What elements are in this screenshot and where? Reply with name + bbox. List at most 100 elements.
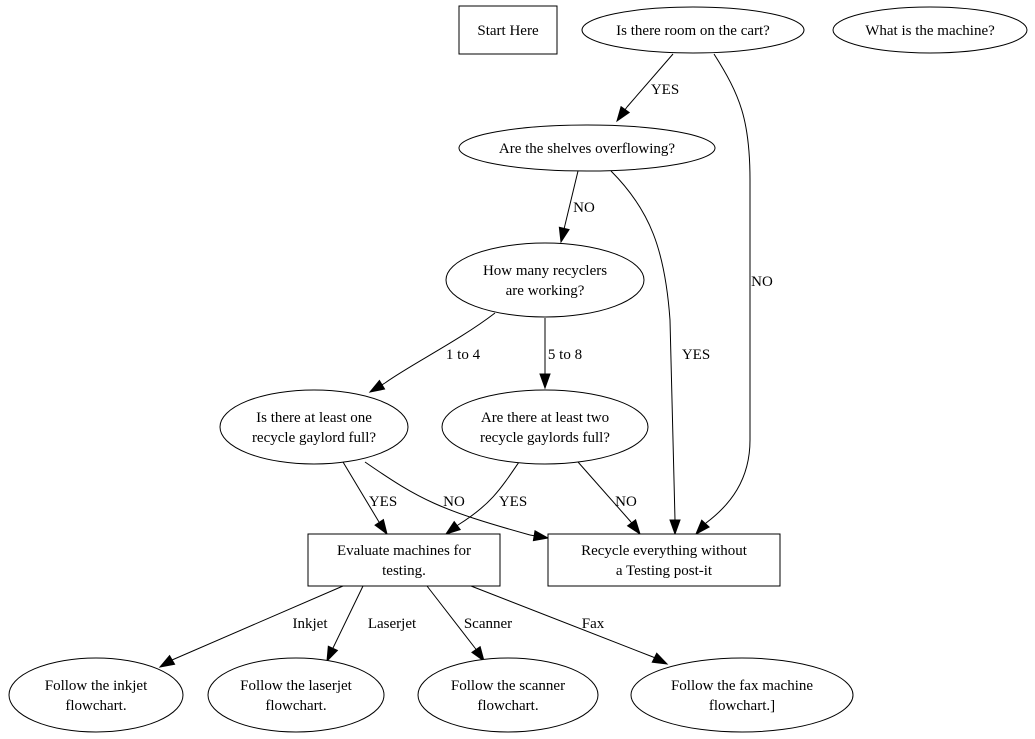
edge-label: YES [369, 494, 397, 510]
edge-line [529, 534, 535, 537]
arrowhead-icon [695, 519, 710, 536]
edge-shelves-to-recyclers: NO [558, 170, 595, 244]
edge-evaluate-to-fax: Fax [470, 585, 669, 665]
edge-evaluate-to-inkjet: Inkjet [158, 585, 344, 668]
node-cart: Is there room on the cart? [581, 6, 805, 54]
node-label: Is there room on the cart? [616, 23, 770, 39]
edge-line [610, 170, 676, 521]
arrowhead-icon [558, 226, 570, 244]
edge-line [426, 585, 476, 649]
arrowhead-icon [669, 519, 681, 536]
node-label: recycle gaylord full? [252, 430, 376, 446]
node-label: Is there at least one [256, 410, 372, 426]
edge-line [457, 461, 520, 526]
edge-line [470, 585, 654, 658]
edge-line [626, 53, 674, 108]
node-ellipse-shape [445, 242, 645, 318]
edge-line [577, 461, 632, 523]
node-one-full: Is there at least one recycle gaylord ful… [219, 389, 409, 465]
node-label: flowchart.] [709, 698, 775, 714]
arrowhead-icon [471, 645, 485, 663]
edge-label: YES [651, 82, 679, 98]
arrowhead-icon [616, 105, 631, 123]
node-box-shape [307, 533, 501, 587]
node-scanner: Follow the scanner flowchart. [417, 657, 599, 733]
edge-label: 1 to 4 [446, 347, 481, 363]
node-label: a Testing post-it [616, 563, 713, 579]
node-label: Follow the laserjet [240, 678, 352, 694]
edge-line [171, 585, 344, 661]
node-label: Follow the scanner [451, 678, 565, 694]
edge-line [563, 224, 566, 229]
arrowhead-icon [532, 529, 550, 542]
node-ellipse-shape [832, 6, 1028, 54]
arrowhead-icon [158, 654, 176, 668]
arrowhead-icon [626, 518, 641, 536]
node-ellipse-shape [581, 6, 805, 54]
node-shelves: Are the shelves overflowing? [458, 124, 716, 172]
node-label: flowchart. [477, 698, 538, 714]
node-label: flowchart. [65, 698, 126, 714]
node-label: testing. [382, 563, 426, 579]
edge-line [364, 461, 531, 536]
node-ellipse-shape [207, 657, 385, 733]
node-evaluate: Evaluate machines for testing. [307, 533, 501, 587]
node-ellipse-shape [8, 657, 184, 733]
edge-label: NO [751, 274, 773, 290]
node-label: What is the machine? [865, 23, 995, 39]
edge-label: NO [573, 200, 595, 216]
edge-two_full-to-recycle_all: NO [577, 461, 641, 536]
edge-cart-to-shelves: YES [616, 53, 679, 123]
arrowhead-icon [368, 379, 386, 393]
edge-line [384, 312, 496, 384]
edge-line [342, 461, 380, 523]
edge-line [381, 382, 386, 386]
node-machine: What is the machine? [832, 6, 1028, 54]
nodes-layer: Start Here Is there room on the cart? What… [8, 5, 1028, 733]
arrowhead-icon [539, 373, 551, 390]
edges-layer: YES NO NO YES 1 to 4 5 to 8 YES NO YES NO Inkjet La… [158, 53, 773, 668]
edge-label: 5 to 8 [548, 347, 582, 363]
edge-label: YES [499, 494, 527, 510]
edge-recyclers-to-one_full: 1 to 4 [368, 312, 496, 393]
edge-label: Laserjet [368, 616, 417, 632]
edge-evaluate-to-scanner: Scanner [426, 585, 512, 663]
node-label: Follow the fax machine [671, 678, 813, 694]
node-label: How many recyclers [483, 263, 607, 279]
edge-shelves-to-recycle_all: YES [610, 170, 710, 536]
edge-label: NO [443, 494, 465, 510]
edge-line [332, 585, 364, 649]
node-label: are working? [506, 283, 585, 299]
edge-label: Inkjet [293, 616, 329, 632]
edge-evaluate-to-laserjet: Laserjet [326, 585, 417, 663]
node-box-shape [458, 5, 558, 55]
node-label: Follow the inkjet [45, 678, 148, 694]
edge-one_full-to-evaluate: YES [342, 461, 397, 536]
node-ellipse-shape [441, 389, 649, 465]
node-label: Are there at least two [481, 410, 609, 426]
node-ellipse-shape [417, 657, 599, 733]
node-label: Are the shelves overflowing? [499, 141, 676, 157]
node-ellipse-shape [630, 657, 854, 733]
node-label: flowchart. [265, 698, 326, 714]
node-label: Evaluate machines for [337, 543, 471, 559]
node-laserjet: Follow the laserjet flowchart. [207, 657, 385, 733]
arrowhead-icon [326, 645, 339, 663]
edge-cart-to-recycle_all: NO [695, 53, 773, 536]
node-start: Start Here [458, 5, 558, 55]
edge-label: YES [682, 347, 710, 363]
node-ellipse-shape [458, 124, 716, 172]
arrowhead-icon [651, 652, 669, 665]
edge-two_full-to-evaluate: YES [444, 461, 527, 535]
arrowhead-icon [374, 518, 388, 536]
node-inkjet: Follow the inkjet flowchart. [8, 657, 184, 733]
node-fax: Follow the fax machine flowchart.] [630, 657, 854, 733]
edge-line [624, 106, 628, 110]
edge-recyclers-to-two_full: 5 to 8 [539, 318, 582, 390]
edge-line [705, 53, 751, 524]
edge-line [564, 170, 579, 226]
node-box-shape [547, 533, 781, 587]
